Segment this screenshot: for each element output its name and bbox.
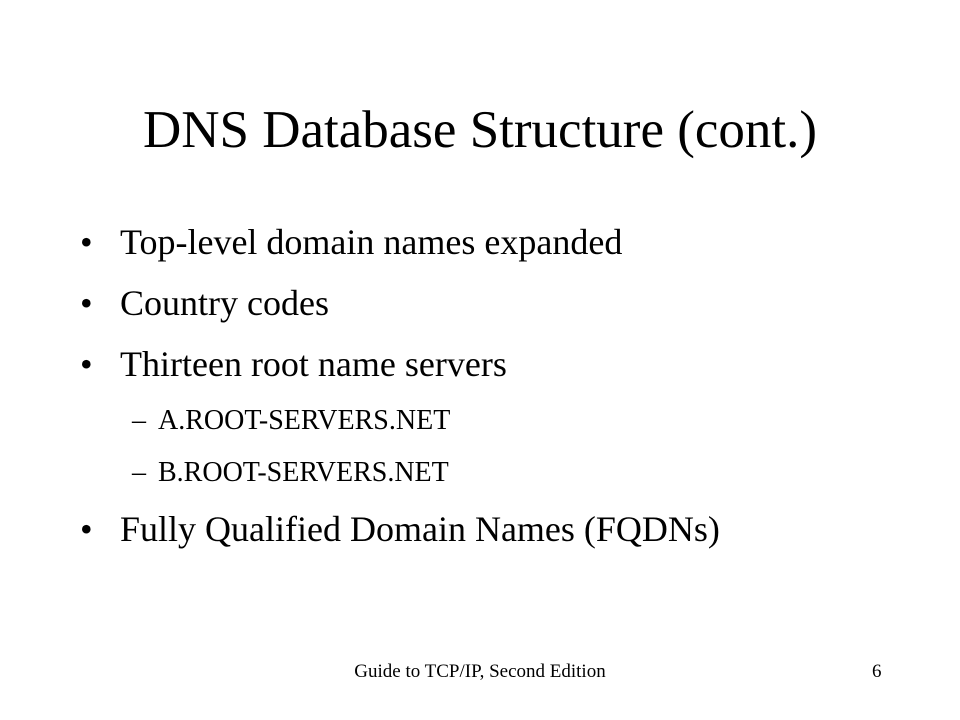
bullet-text: Thirteen root name servers — [120, 344, 507, 384]
bullet-list: • Top-level domain names expanded • Coun… — [80, 212, 920, 560]
dash-marker: – — [132, 457, 146, 488]
slide-footer: Guide to TCP/IP, Second Edition — [354, 661, 606, 682]
bullet-marker: • — [80, 283, 93, 323]
dash-marker: – — [132, 405, 146, 436]
bullet-text: Top-level domain names expanded — [120, 222, 623, 262]
bullet-item-country-codes: • Country codes — [80, 273, 920, 334]
bullet-text: Fully Qualified Domain Names (FQDNs) — [120, 509, 720, 549]
slide-title: DNS Database Structure (cont.) — [142, 101, 818, 159]
bullet-marker: • — [80, 509, 93, 549]
bullet-marker: • — [80, 222, 93, 262]
bullet-marker: • — [80, 344, 93, 384]
sub-item-text: B.ROOT-SERVERS.NET — [158, 457, 449, 488]
bullet-item-top-level-domains: • Top-level domain names expanded — [80, 212, 920, 273]
sub-item-text: A.ROOT-SERVERS.NET — [158, 405, 451, 436]
bullet-item-root-name-servers: • Thirteen root name servers — [80, 334, 920, 395]
bullet-text: Country codes — [120, 283, 329, 323]
sub-item-a-root-server: – A.ROOT-SERVERS.NET — [80, 395, 920, 447]
bullet-item-fqdns: • Fully Qualified Domain Names (FQDNs) — [80, 499, 920, 560]
page-number: 6 — [872, 661, 882, 682]
sub-item-b-root-server: – B.ROOT-SERVERS.NET — [80, 447, 920, 499]
